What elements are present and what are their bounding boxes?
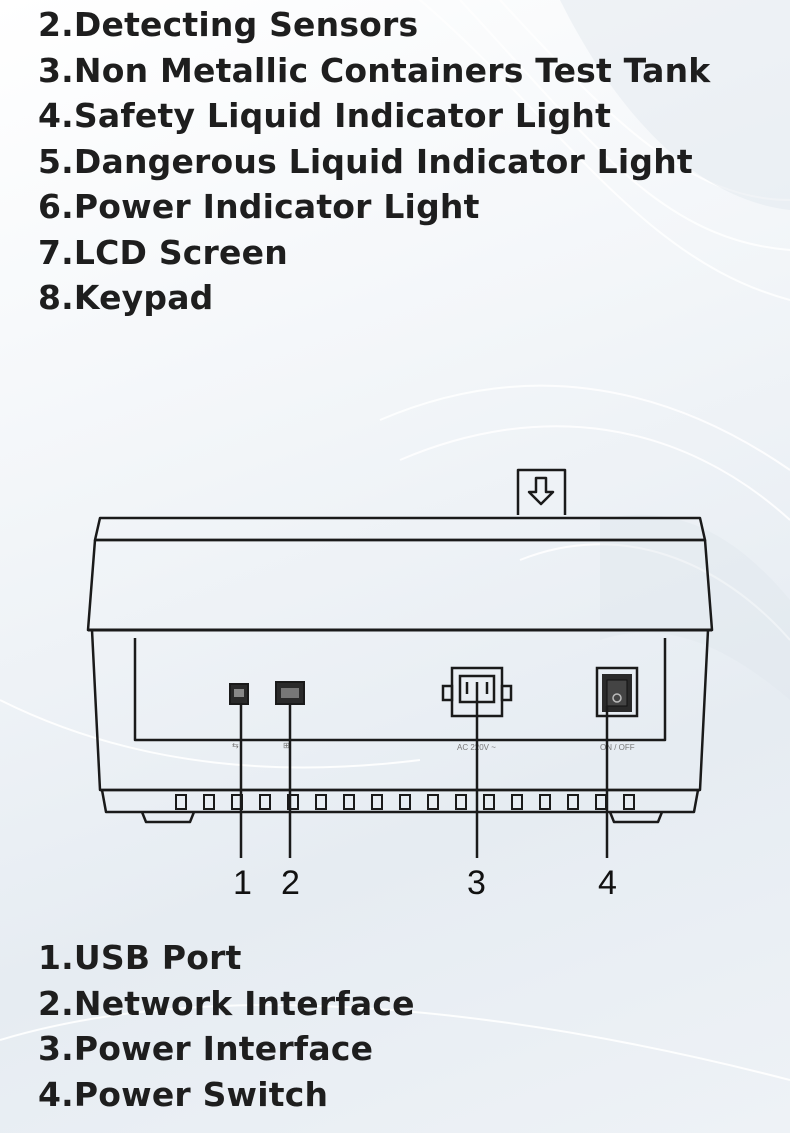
usb-port (229, 683, 249, 705)
list-item: 5.Dangerous Liquid Indicator Light (38, 141, 693, 181)
callout-2: 2 (281, 864, 300, 902)
foot-left (140, 811, 196, 824)
network-icon: ⊞ (283, 741, 290, 750)
base (100, 789, 700, 814)
down-arrow-icon (527, 476, 555, 506)
list-item: 4.Safety Liquid Indicator Light (38, 96, 612, 135)
upper-body (86, 539, 714, 632)
list-item: 3.Non Metallic Containers Test Tank (38, 50, 711, 90)
vent-slots (175, 794, 635, 810)
component-list-top: 2.Detecting Sensors 3.Non Metallic Conta… (38, 2, 710, 321)
usb-icon: ⇆ (232, 741, 239, 750)
switch-label: ON / OFF (600, 743, 635, 752)
network-port (275, 681, 305, 705)
list-item: 7.LCD Screen (38, 232, 288, 272)
component-list-bottom: 1.USB Port 2.Network Interface 3.Power I… (38, 935, 415, 1117)
callout-1: 1 (233, 864, 252, 902)
power-switch (595, 666, 639, 718)
list-item: 3.Power Interface (38, 1029, 374, 1068)
list-item: 1.USB Port (38, 938, 242, 977)
foot-right (608, 811, 664, 824)
callout-lines (239, 690, 609, 858)
callout-3: 3 (467, 864, 486, 902)
lid (93, 516, 707, 542)
list-item: 2.Network Interface (38, 983, 415, 1023)
list-item: 4.Power Switch (38, 1074, 329, 1114)
lid-tab (516, 468, 567, 515)
device-rear-diagram: ⇆ ⊞ AC 220V ~ ON / OFF 1 2 3 4 (86, 468, 714, 902)
list-item: 8.Keypad (38, 278, 214, 317)
rear-recess (133, 638, 667, 742)
list-item: 6.Power Indicator Light (38, 187, 480, 226)
list-item: 2.Detecting Sensors (38, 5, 419, 44)
callout-4: 4 (598, 864, 617, 902)
